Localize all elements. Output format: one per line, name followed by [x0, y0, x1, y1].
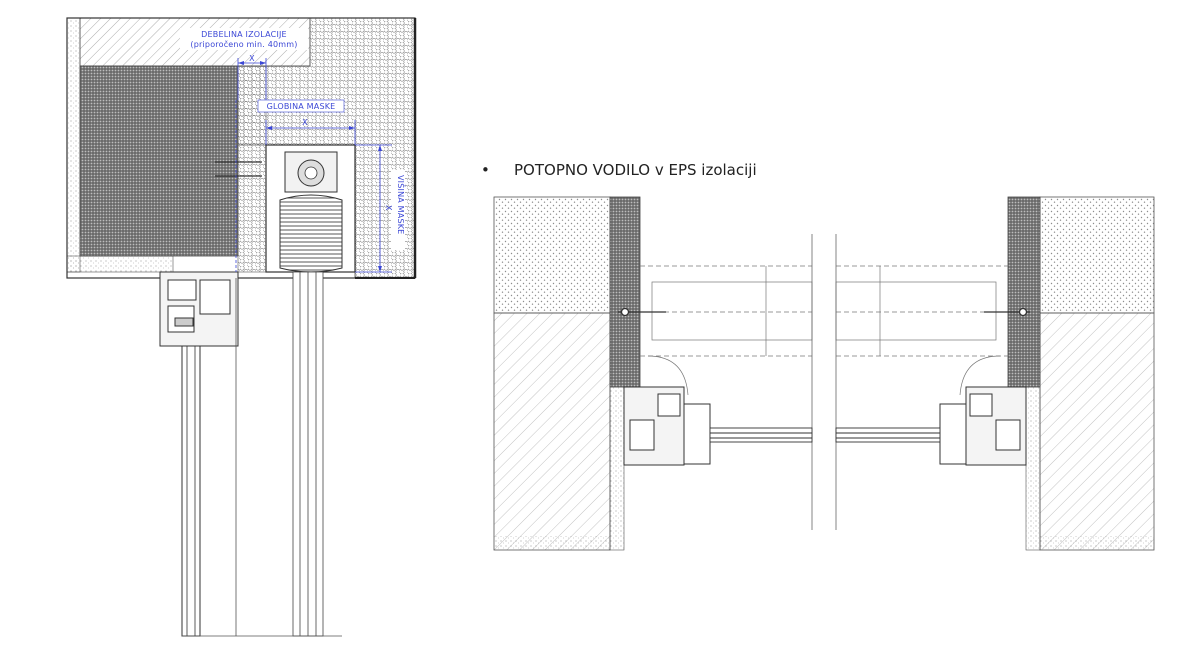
- left-jamb-eps-top: [493, 196, 611, 314]
- right-jamb-plaster: [1040, 536, 1154, 550]
- dimension-lines: [235, 58, 392, 273]
- plaster-layer: [66, 17, 81, 273]
- left-vertical-section: DEBELINA IZOLACIJE (priporočeno min. 40m…: [66, 17, 417, 637]
- section-title: POTOPNO VODILO v EPS izolaciji: [514, 161, 757, 179]
- dim-x-depth: X: [302, 118, 308, 127]
- title-bullet: •: [481, 161, 490, 179]
- left-jamb-eps-strip: [609, 196, 641, 388]
- window-frame-right-plan: [939, 386, 1027, 466]
- inner-insulation: [79, 65, 239, 257]
- mask-height-label: VIŠINA MASKE: [396, 175, 407, 234]
- guide-anchors: [618, 307, 1030, 317]
- insulation-thickness-note: (priporočeno min. 40mm): [190, 39, 297, 49]
- dim-x-top: X: [249, 54, 255, 63]
- anchor-bolts: [215, 161, 262, 177]
- mask-depth-label: GLOBINA MASKE: [267, 102, 336, 111]
- left-jamb-wall: [493, 312, 611, 551]
- glazing-left: [181, 345, 201, 637]
- glazing-plan: [709, 427, 941, 443]
- window-frame-left: [159, 271, 239, 347]
- eps-strip-left: [237, 65, 267, 273]
- right-jamb-eps-top: [1039, 196, 1155, 314]
- right-jamb-wall: [1039, 312, 1155, 551]
- left-jamb-plaster: [494, 536, 610, 550]
- shutter-guide-left: [292, 271, 324, 637]
- inner-light-strip: [80, 236, 238, 256]
- insulation-thickness-label: DEBELINA IZOLACIJE: [201, 30, 287, 39]
- window-frame-left-plan: [623, 386, 711, 466]
- right-jamb-eps-strip: [1007, 196, 1041, 388]
- plaster-bottom: [66, 255, 174, 273]
- right-jamb-reveal: [1025, 386, 1041, 551]
- rolled-slats: [279, 194, 343, 273]
- dim-x-height: X: [384, 205, 393, 211]
- left-jamb-reveal: [609, 386, 625, 551]
- right-horizontal-section: [493, 196, 1155, 551]
- guide-outlines: [640, 265, 1008, 357]
